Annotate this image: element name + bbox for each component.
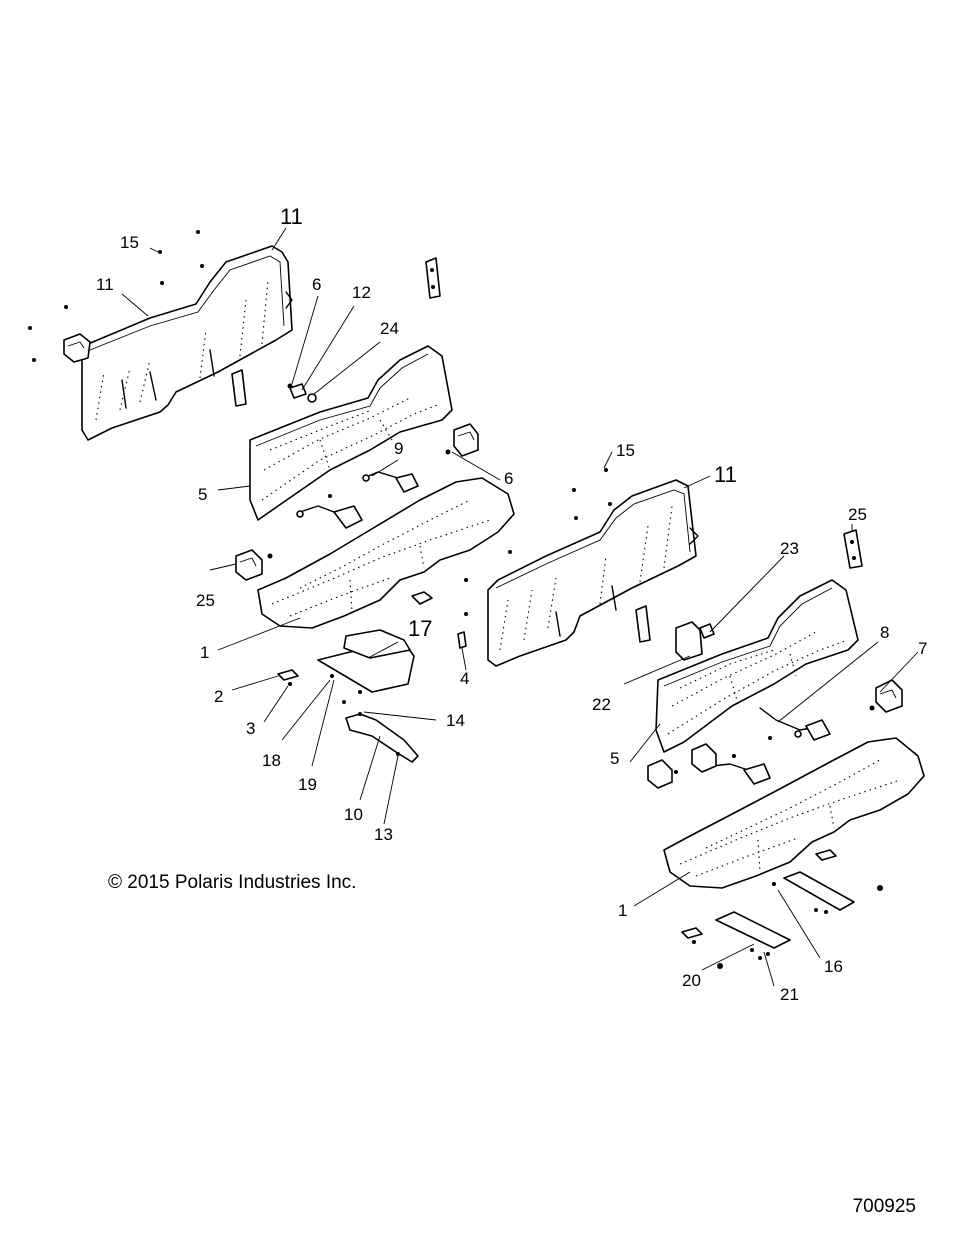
seat-bottom-left <box>257 477 515 629</box>
callout-1: 1 <box>618 901 627 920</box>
callout-1: 1 <box>200 643 209 662</box>
callout-9: 9 <box>394 439 403 458</box>
seat-belt-9 <box>296 471 419 529</box>
callout-25: 25 <box>196 591 215 610</box>
bracket-10 <box>342 700 419 763</box>
seat-back-left <box>249 345 453 521</box>
hardware-upper-left <box>28 230 441 407</box>
callout-labels: 11 15 11 6 12 24 9 6 5 25 1 17 2 3 18 19… <box>96 204 927 1004</box>
leader-lines <box>121 227 919 987</box>
callout-18: 18 <box>262 751 281 770</box>
plate-22-23 <box>675 621 715 661</box>
callout-2: 2 <box>214 687 223 706</box>
callout-22: 22 <box>592 695 611 714</box>
callout-19: 19 <box>298 775 317 794</box>
bolt-cluster-6-12-24 <box>287 383 317 403</box>
bracket-6-left <box>445 423 479 457</box>
callout-25: 25 <box>848 505 867 524</box>
callout-6: 6 <box>504 469 513 488</box>
callout-15: 15 <box>120 233 139 252</box>
callout-4: 4 <box>460 669 469 688</box>
fasteners-18-19 <box>330 674 362 694</box>
callout-5: 5 <box>610 749 619 768</box>
callout-11: 11 <box>96 275 114 294</box>
small-parts-left <box>411 550 512 649</box>
back-panel-right <box>487 479 699 667</box>
callout-7: 7 <box>918 639 927 658</box>
callout-16: 16 <box>824 957 843 976</box>
callout-10: 10 <box>344 805 363 824</box>
seat-bottom-right <box>663 737 925 889</box>
callout-13: 13 <box>374 825 393 844</box>
callout-3: 3 <box>246 719 255 738</box>
back-panel-left <box>81 245 293 441</box>
callout-11: 11 <box>280 204 303 229</box>
callout-21: 21 <box>780 985 799 1004</box>
seat-belt-8 <box>711 707 831 785</box>
copyright-notice: © 2015 Polaris Industries Inc. <box>108 872 357 893</box>
lower-right-hardware <box>681 849 883 969</box>
seat-back-right <box>655 579 859 753</box>
bracket-7 <box>869 679 903 713</box>
callout-12: 12 <box>352 283 371 302</box>
cover-plate-17 <box>317 629 415 693</box>
bracket-25-left <box>235 549 273 581</box>
callout-24: 24 <box>380 319 399 338</box>
callout-20: 20 <box>682 971 701 990</box>
callout-8: 8 <box>880 623 889 642</box>
callout-23: 23 <box>780 539 799 558</box>
clip-2-3 <box>277 669 299 686</box>
bracket-25-right <box>647 743 717 789</box>
callout-14: 14 <box>446 711 465 730</box>
drawing-number: 700925 <box>852 1196 916 1217</box>
callout-6: 6 <box>312 275 321 294</box>
callout-5: 5 <box>198 485 207 504</box>
callout-17: 17 <box>408 616 432 641</box>
callout-11: 11 <box>714 462 737 487</box>
callout-15: 15 <box>616 441 635 460</box>
